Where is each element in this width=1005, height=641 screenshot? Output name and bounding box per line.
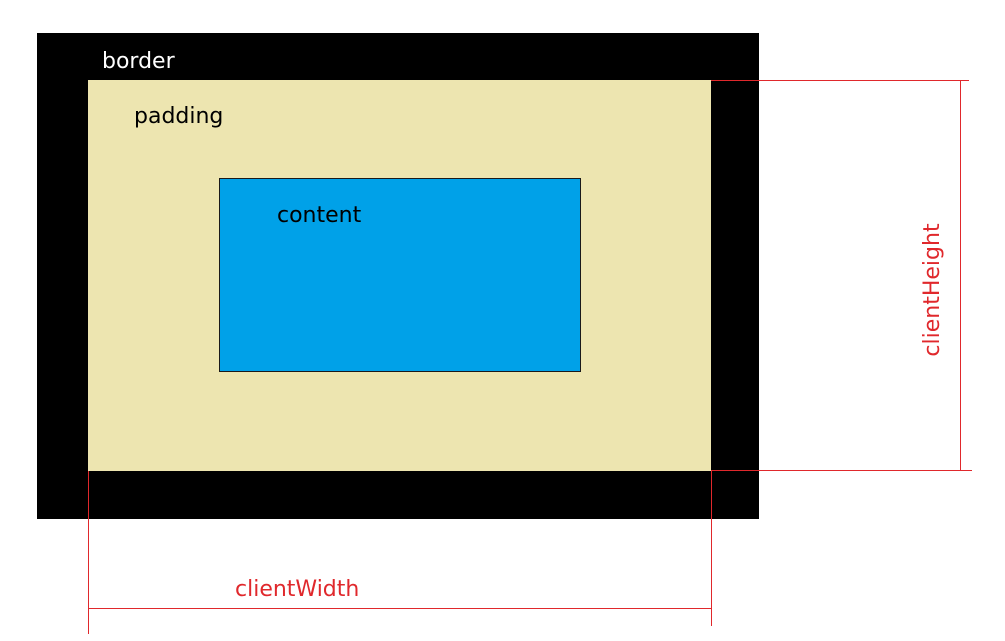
client-height-label: clientHeight [920,223,945,357]
client-width-label: clientWidth [235,577,360,602]
border-label: border [102,49,175,74]
content-label: content [277,203,362,228]
padding-label: padding [134,104,224,129]
content-area [219,178,581,372]
